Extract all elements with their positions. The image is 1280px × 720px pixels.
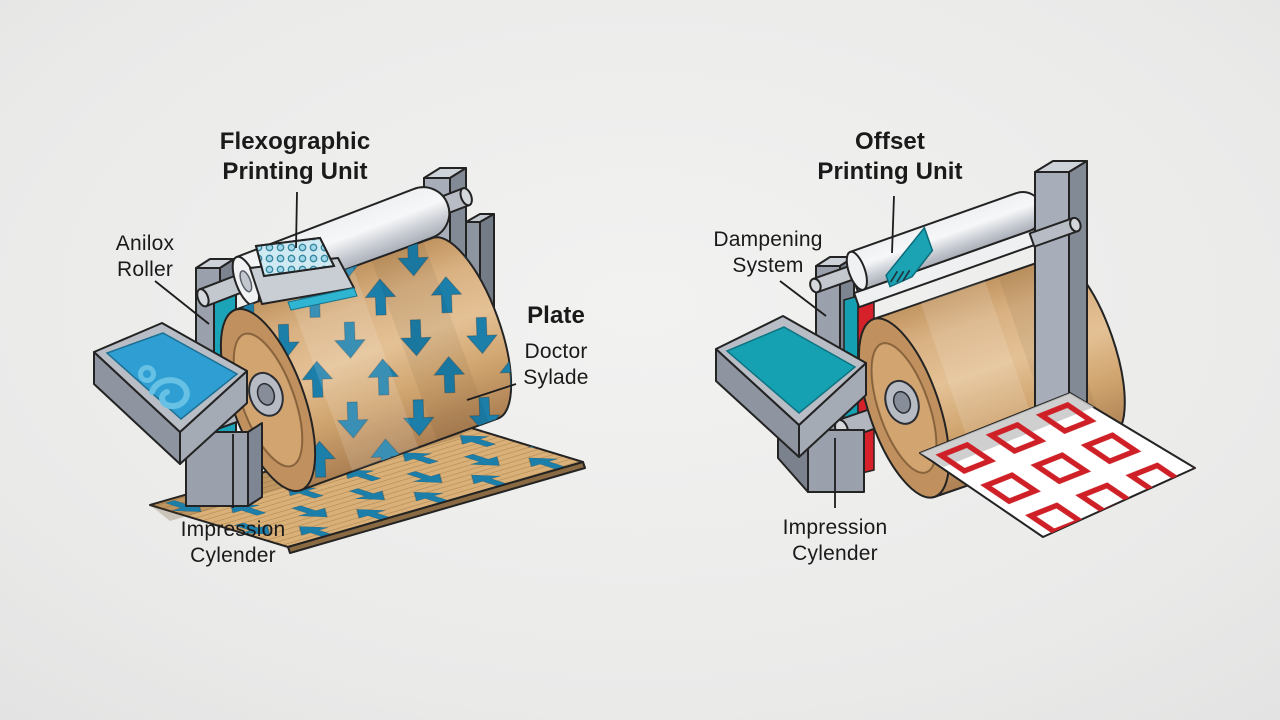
flexo-impression-pedestal [185,422,263,507]
label-doctor-blade: Doctor Sylade [523,340,589,389]
offset-plate-roller [809,191,1057,309]
leader-offset-title [891,195,895,254]
flexo-ink-surface [105,332,239,420]
offset-plate-flag [885,226,934,288]
flexo-machine [93,167,586,554]
offset-title-line1: Offset [855,128,925,155]
label-impression-cylinder-left: Impression Cylender [180,518,286,567]
leader-flexo-title [295,191,298,249]
flexo-ink-tray [93,322,248,465]
offset-fountain-tray [715,315,867,458]
offset-output-sheet [919,392,1196,538]
leader-doctor-blade [466,383,517,401]
ink-swirl [149,377,190,409]
leader-anilox [154,280,210,325]
offset-title-line2: Printing Unit [817,158,963,185]
offset-fountain-surface [725,326,857,414]
flexo-title-line1: Flexographic [219,128,371,155]
flexo-leader-lines [154,191,517,508]
label-anilox-roller: Anilox Roller [115,232,175,281]
offset-machine [715,160,1196,538]
label-dampening-system: Dampening System [713,228,823,277]
label-impression-cylinder-right: Impression Cylender [782,516,888,565]
label-plate: Plate [527,302,585,329]
label-offset-title: Offset Printing Unit [770,127,1010,187]
flexo-plate-teal-edge [287,287,358,311]
label-flexographic-title: Flexographic Printing Unit [175,127,415,187]
offset-leader-lines [779,195,895,508]
offset-roller-axle [1028,216,1082,248]
flexo-title-line2: Printing Unit [222,158,368,185]
leader-dampening [779,280,827,317]
flexo-printing-plate [249,236,358,311]
